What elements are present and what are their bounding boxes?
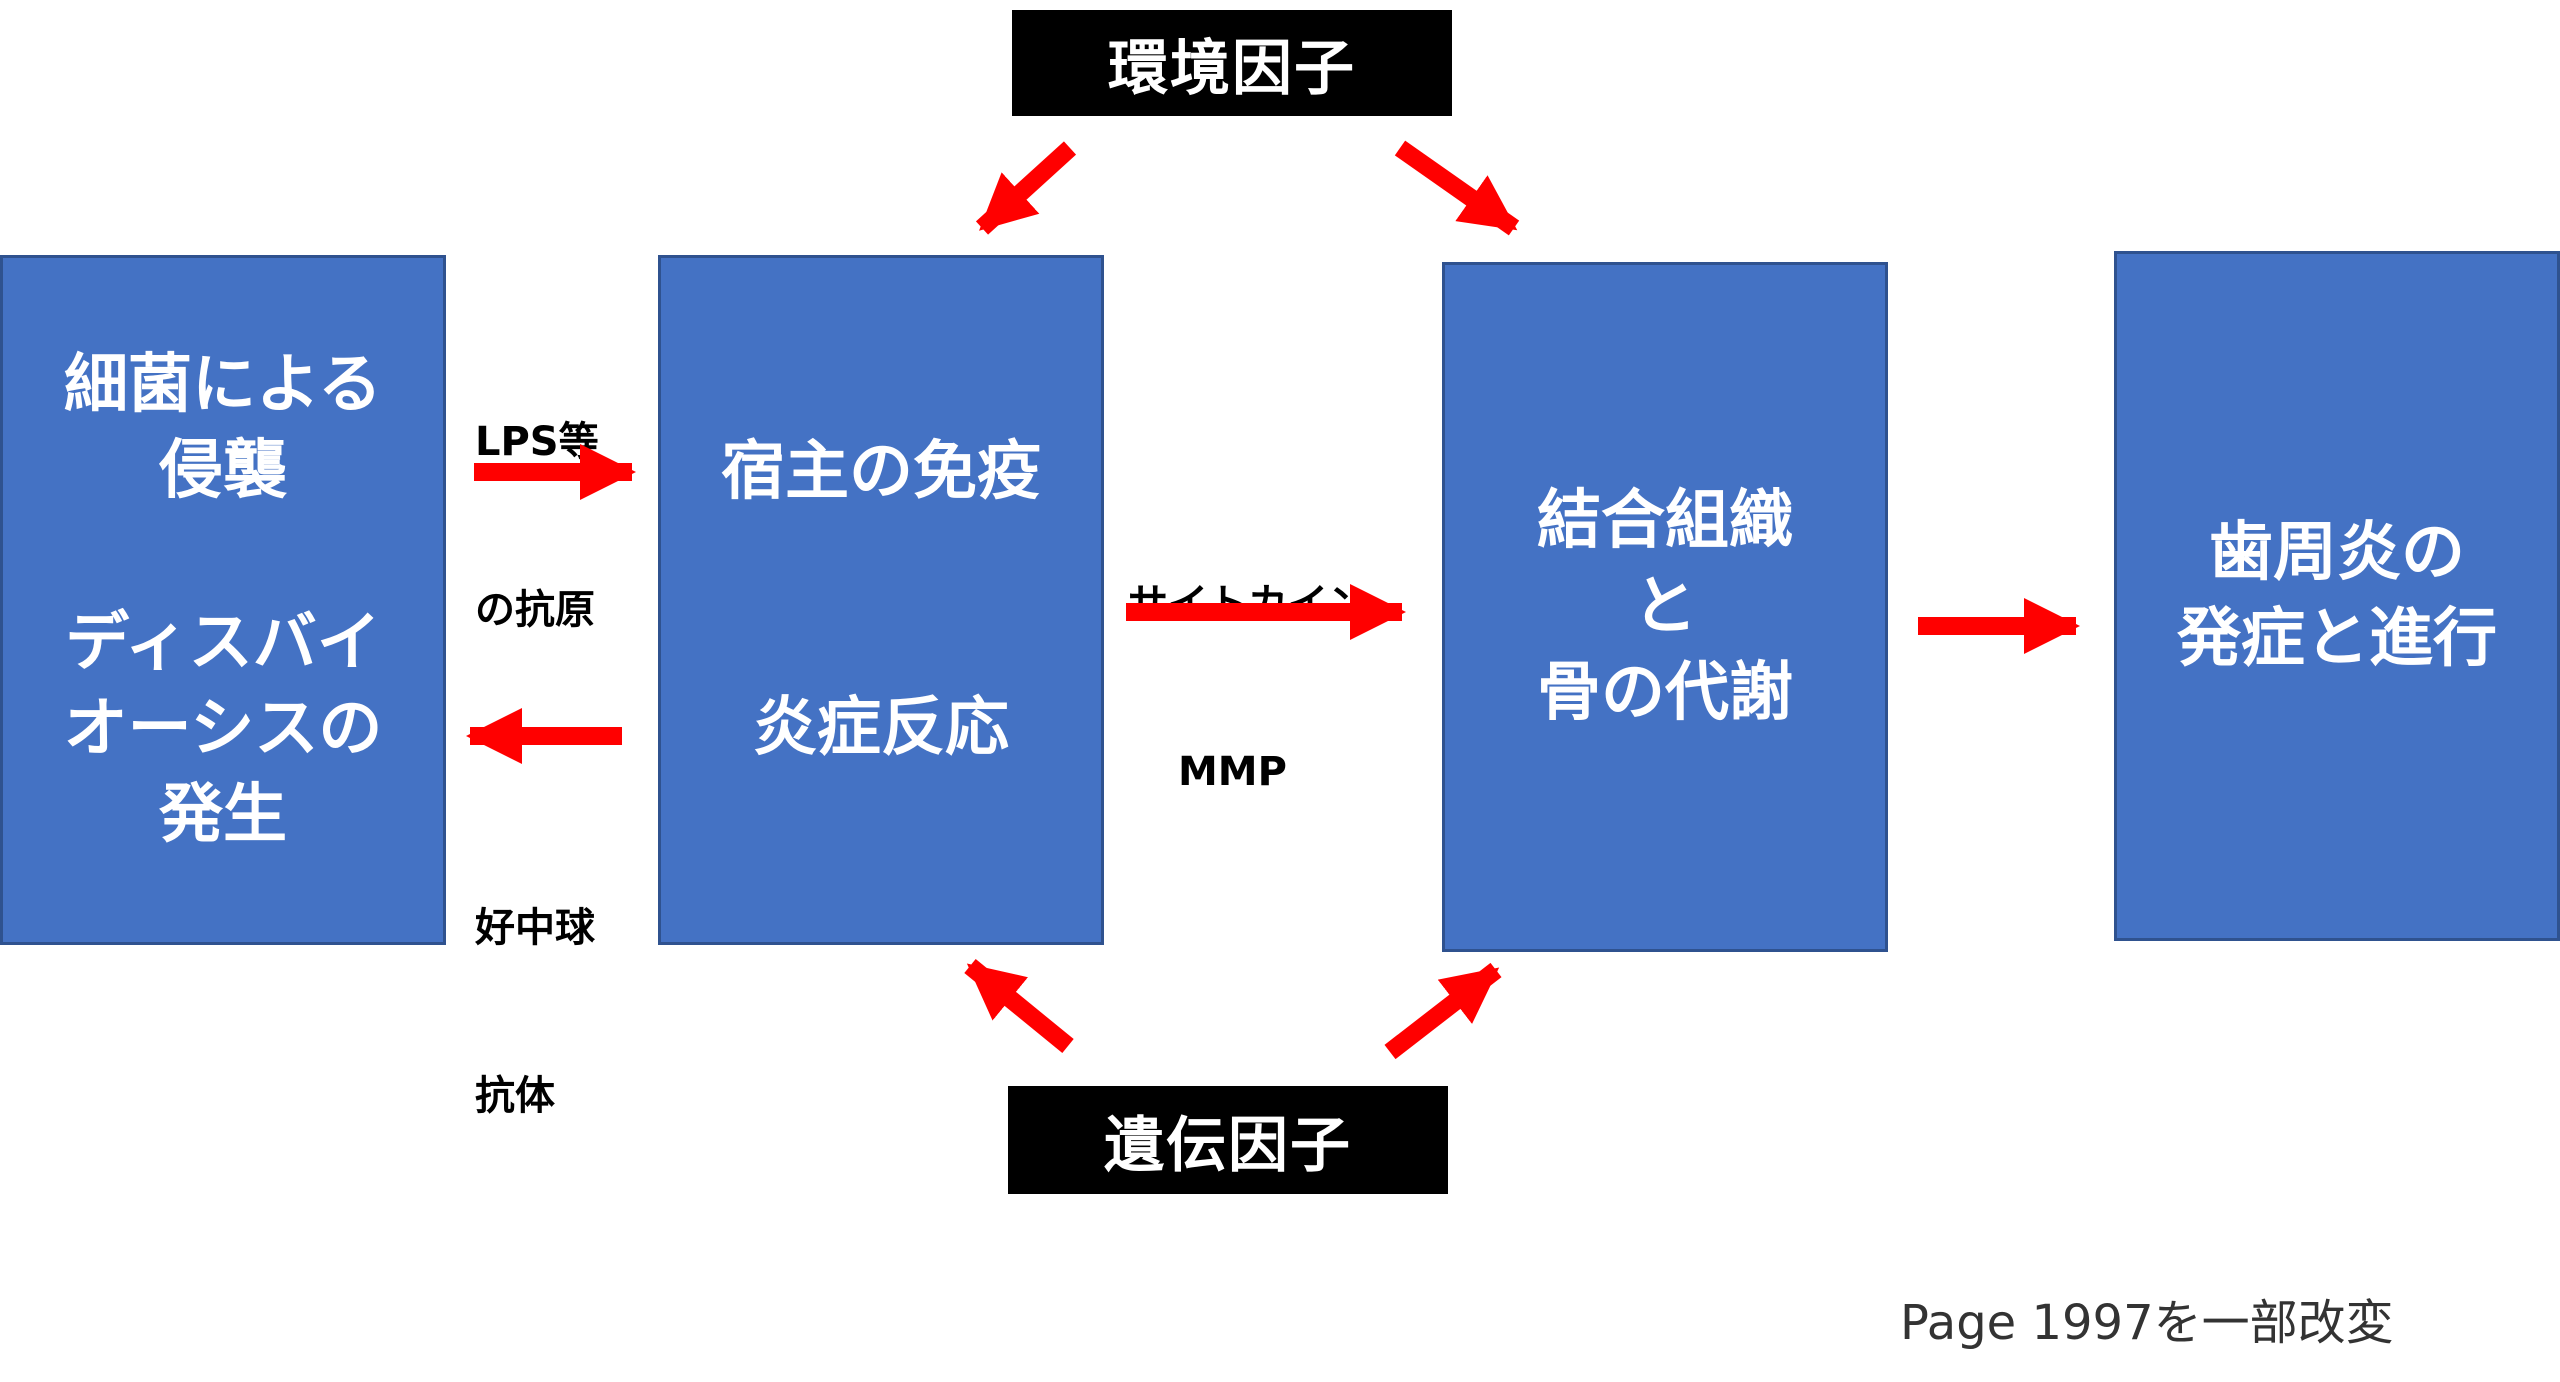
- cytokine-label-line-2: MMP: [1178, 749, 1287, 795]
- bacteria-line-4: オーシスの: [63, 692, 383, 766]
- lps-label-line-1: LPS等: [475, 419, 599, 465]
- arrow-environment-to-tissue: [1394, 140, 1520, 236]
- bacteria-line-2: 侵襲: [159, 434, 287, 508]
- periodontitis-box: 歯周炎の 発症と進行: [2114, 251, 2560, 941]
- host-response-box: 宿主の免疫 炎症反応: [658, 255, 1104, 945]
- source-footnote: Page 1997を一部改変: [1900, 1295, 2394, 1351]
- bacteria-line-5: 発生: [159, 778, 287, 852]
- tissue-line-2: と: [1633, 570, 1697, 644]
- neutrophil-label-line-1: 好中球: [475, 905, 595, 951]
- periodontitis-line-2: 発症と進行: [2177, 602, 2497, 676]
- neutrophil-label-line-2: 抗体: [475, 1073, 555, 1119]
- environment-factor-box: 環境因子: [1012, 10, 1452, 116]
- host-line-1: 宿主の免疫: [721, 435, 1041, 509]
- tissue-line-3: 骨の代謝: [1537, 656, 1793, 730]
- arrow-genetic-to-tissue: [1384, 962, 1502, 1060]
- bacteria-line-3: ディスバイ: [65, 606, 381, 680]
- periodontitis-line-1: 歯周炎の: [2209, 516, 2465, 590]
- tissue-line-1: 結合組織: [1537, 484, 1793, 558]
- host-line-2: 炎症反応: [753, 691, 1009, 765]
- lps-label: LPS等 の抗原: [475, 302, 599, 694]
- lps-label-line-2: の抗原: [475, 587, 595, 633]
- bacteria-box: 細菌による 侵襲 ディスバイ オーシスの 発生: [0, 255, 446, 945]
- genetic-factor-box: 遺伝因子: [1008, 1086, 1448, 1194]
- arrow-genetic-to-host: [964, 959, 1074, 1053]
- tissue-metabolism-box: 結合組織 と 骨の代謝: [1442, 262, 1888, 952]
- bacteria-line-1: 細菌による: [63, 348, 383, 422]
- neutrophil-label: 好中球 抗体: [475, 788, 595, 1180]
- arrow-environment-to-host: [975, 141, 1077, 235]
